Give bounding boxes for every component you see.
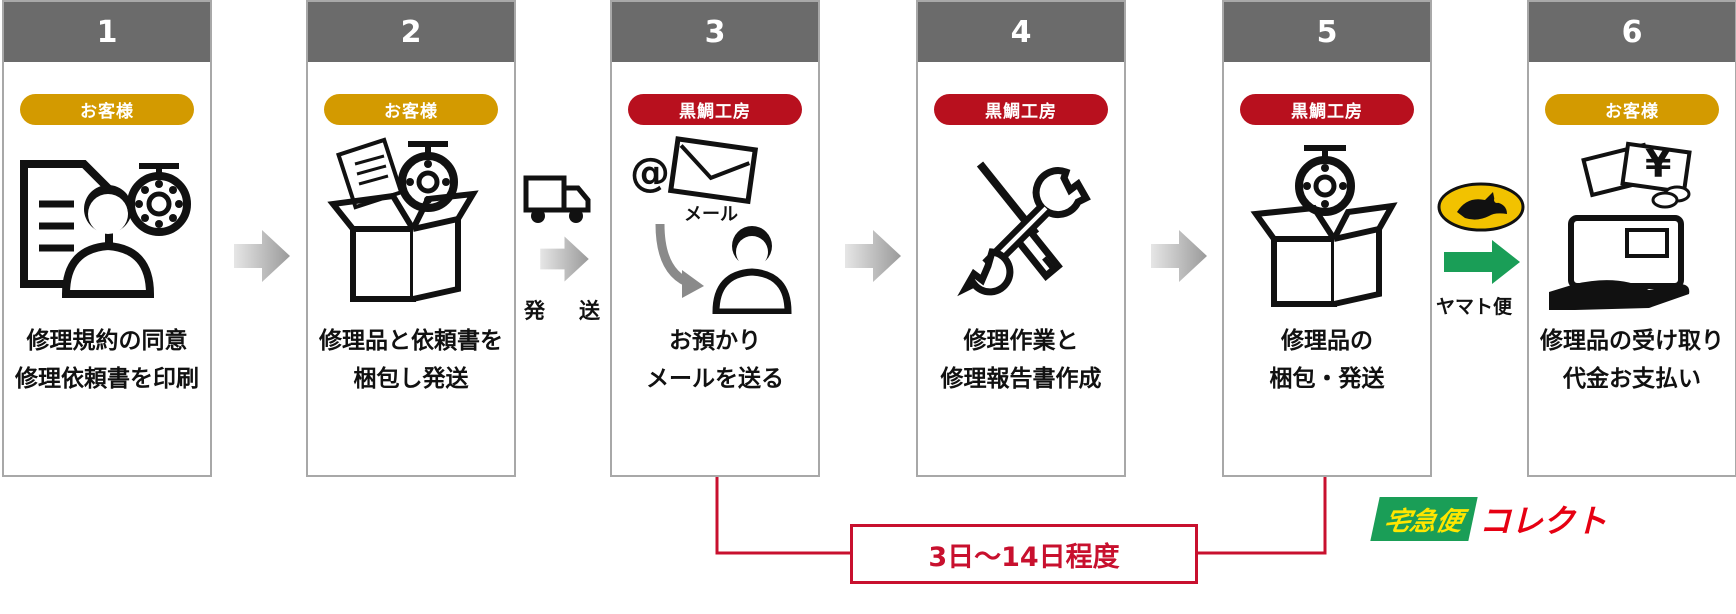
arrow-right-green-icon — [1442, 238, 1522, 286]
step-caption: 修理規約の同意 修理依頼書を印刷 — [15, 328, 199, 392]
ship-label: 発 — [524, 299, 545, 323]
step-number: 1 — [4, 2, 210, 62]
yamato-cat-icon — [1437, 182, 1525, 232]
actor-badge-workshop: 黒鯛工房 — [934, 94, 1108, 125]
step-number: 4 — [918, 2, 1124, 62]
payment-hand-icon — [1529, 134, 1735, 314]
step-number: 3 — [612, 2, 818, 62]
arrow-right-icon — [843, 226, 903, 286]
box-reel-icon — [1224, 134, 1430, 314]
collect-logo-part2: コレクト — [1479, 502, 1608, 540]
step-caption: お預かり メールを送る — [646, 328, 784, 392]
takkyubin-collect-logo: 宅急便 コレクト — [1370, 497, 1613, 541]
document-person-reel-icon — [4, 134, 210, 314]
step-caption: 修理作業と 修理報告書作成 — [940, 328, 1102, 392]
step-caption: 修理品の 梱包・発送 — [1269, 328, 1385, 392]
step-3: 3 黒鯛工房 @ メール お預かり メールを送る — [610, 0, 820, 477]
wrench-screwdriver-icon — [918, 134, 1124, 314]
arrow-right-icon — [232, 226, 292, 286]
step-number: 6 — [1529, 2, 1735, 62]
mail-person-icon: @ — [612, 134, 818, 314]
yen-symbol: ¥ — [1645, 142, 1672, 186]
step-6: 6 お客様 ¥ 修理品の受け取り 代金お支払い — [1527, 0, 1736, 477]
collect-logo-part1: 宅急便 — [1370, 497, 1478, 541]
svg-text:@: @ — [630, 150, 670, 196]
step-1: 1 お客様 修理規約の同意 修理依頼書を印刷 — [2, 0, 212, 477]
step-caption: 修理品と依頼書を 梱包し発送 — [319, 328, 503, 392]
arrow-right-icon — [537, 233, 592, 285]
step-number: 2 — [308, 2, 514, 62]
step-4: 4 黒鯛工房 修理作業と 修理報告書作成 — [916, 0, 1126, 477]
step-2: 2 お客様 修理品と依頼書を 梱包し発送 — [306, 0, 516, 477]
actor-badge-customer: お客様 — [1545, 94, 1719, 125]
actor-badge-workshop: 黒鯛工房 — [628, 94, 802, 125]
yamato-label: ヤマト便 — [1436, 296, 1513, 318]
step-5: 5 黒鯛工房 修理品の 梱包・発送 — [1222, 0, 1432, 477]
ship-label: 送 — [579, 299, 600, 323]
step-caption: 修理品の受け取り 代金お支払い — [1540, 328, 1724, 392]
step-number: 5 — [1224, 2, 1430, 62]
actor-badge-customer: お客様 — [324, 94, 498, 125]
box-documents-reel-icon — [308, 134, 514, 314]
duration-label: 3日〜14日程度 — [850, 524, 1198, 584]
truck-icon — [522, 172, 592, 227]
actor-badge-workshop: 黒鯛工房 — [1240, 94, 1414, 125]
mail-label: メール — [684, 204, 738, 225]
actor-badge-customer: お客様 — [20, 94, 194, 125]
arrow-right-icon — [1149, 226, 1209, 286]
